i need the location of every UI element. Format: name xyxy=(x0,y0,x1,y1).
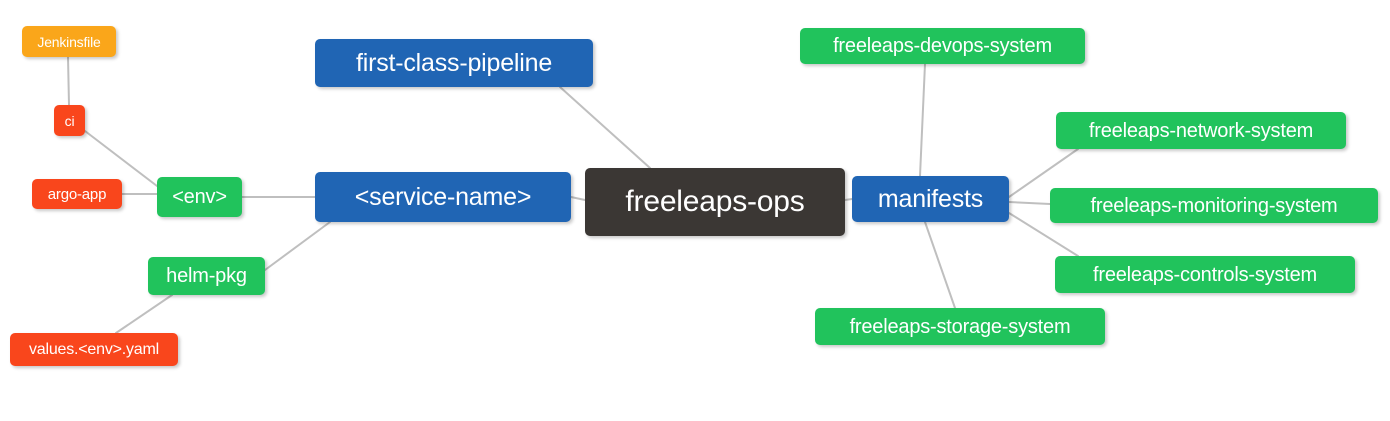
node-manifests[interactable]: manifests xyxy=(852,176,1009,222)
node-service-name[interactable]: <service-name> xyxy=(315,172,571,222)
edge-freeleaps-ops-to-first-class-pipeline xyxy=(559,86,651,169)
node-argo-app[interactable]: argo-app xyxy=(32,179,122,209)
node-helm-pkg[interactable]: helm-pkg xyxy=(148,257,265,295)
edge-manifests-to-freeleaps-storage-system xyxy=(924,221,956,309)
node-label-values-env-yaml: values.<env>.yaml xyxy=(28,340,159,358)
node-values-env-yaml[interactable]: values.<env>.yaml xyxy=(10,333,178,366)
node-freeleaps-ops[interactable]: freeleaps-ops xyxy=(585,168,845,236)
node-first-class-pipeline[interactable]: first-class-pipeline xyxy=(315,39,593,87)
node-label-argo-app: argo-app xyxy=(47,185,107,203)
edge-helm-pkg-to-values-env-yaml xyxy=(115,294,173,334)
edge-freeleaps-ops-to-manifests xyxy=(844,198,853,201)
node-label-jenkinsfile: Jenkinsfile xyxy=(37,33,101,50)
node-label-freeleaps-network-system: freeleaps-network-system xyxy=(1088,119,1314,142)
node-label-freeleaps-devops-system: freeleaps-devops-system xyxy=(833,35,1052,57)
node-label-first-class-pipeline: first-class-pipeline xyxy=(355,48,553,77)
edge-env-to-ci xyxy=(84,130,158,187)
edge-service-name-to-helm-pkg xyxy=(264,221,331,271)
node-label-ci: ci xyxy=(64,112,75,129)
node-label-env: <env> xyxy=(172,186,227,208)
edge-manifests-to-freeleaps-monitoring-system xyxy=(1008,201,1051,205)
node-label-freeleaps-ops: freeleaps-ops xyxy=(625,185,805,218)
edge-freeleaps-ops-to-service-name xyxy=(570,196,586,201)
node-env[interactable]: <env> xyxy=(157,177,242,217)
node-label-helm-pkg: helm-pkg xyxy=(166,265,247,287)
edge-manifests-to-freeleaps-devops-system xyxy=(919,63,926,177)
node-label-freeleaps-storage-system: freeleaps-storage-system xyxy=(849,315,1071,338)
node-jenkinsfile[interactable]: Jenkinsfile xyxy=(22,26,116,57)
node-ci[interactable]: ci xyxy=(54,105,85,136)
node-label-manifests: manifests xyxy=(877,184,984,213)
edge-ci-to-jenkinsfile xyxy=(67,56,70,106)
node-freeleaps-storage-system[interactable]: freeleaps-storage-system xyxy=(815,308,1105,345)
node-freeleaps-monitoring-system[interactable]: freeleaps-monitoring-system xyxy=(1050,188,1378,223)
node-freeleaps-network-system[interactable]: freeleaps-network-system xyxy=(1056,112,1346,149)
node-label-freeleaps-controls-system: freeleaps-controls-system xyxy=(1093,263,1317,286)
node-freeleaps-controls-system[interactable]: freeleaps-controls-system xyxy=(1055,256,1355,293)
node-label-service-name: <service-name> xyxy=(354,182,532,211)
node-label-freeleaps-monitoring-system: freeleaps-monitoring-system xyxy=(1090,194,1338,217)
node-freeleaps-devops-system[interactable]: freeleaps-devops-system xyxy=(800,28,1085,64)
